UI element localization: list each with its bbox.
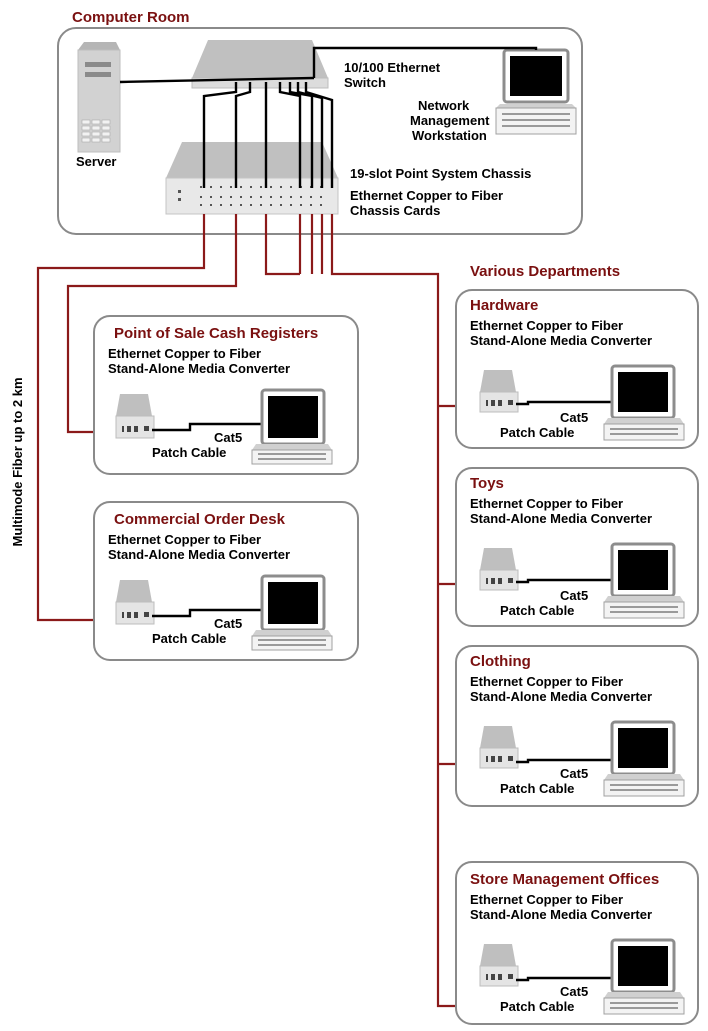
site-clothing: Clothing Ethernet Copper to Fiber Stand-… [455,645,699,807]
workstation-icon [251,574,333,651]
switch-label-line-2: Switch [344,75,386,90]
converter-label-line-2: Stand-Alone Media Converter [108,361,290,376]
workstation-icon [251,388,333,465]
site-title: Clothing [470,653,531,670]
fiber-runs [36,214,482,1008]
server-icon [77,42,121,153]
workstation-icon [603,364,685,441]
site-title: Store Management Offices [470,871,659,888]
converter-label-line-1: Ethernet Copper to Fiber [470,674,623,689]
fiber-distance-label: Multimode Fiber up to 2 km [10,377,25,546]
media-converter-icon [115,580,155,625]
fiber-point-of-sale [66,214,238,434]
chassis-cards-label-line-1: Ethernet Copper to Fiber [350,188,503,203]
cable-label-line-2: Patch Cable [152,631,226,646]
site-hardware: Hardware Ethernet Copper to Fiber Stand-… [455,289,699,449]
media-converter-icon [479,370,519,413]
site-point-of-sale: Point of Sale Cash Registers Ethernet Co… [93,315,359,475]
cable-label-line-2: Patch Cable [152,445,226,460]
nms-label-line-3: Workstation [412,128,487,143]
cable-label-line-2: Patch Cable [500,425,574,440]
converter-label-line-2: Stand-Alone Media Converter [470,689,652,704]
site-title: Toys [470,475,504,492]
media-converter-icon [115,394,155,439]
fiber-trunk-join [264,214,300,276]
converter-label-line-1: Ethernet Copper to Fiber [470,892,623,907]
nms-label-line-2: Management [410,113,490,128]
converter-label-line-2: Stand-Alone Media Converter [470,511,652,526]
computer-room-copper-cables [119,46,538,188]
cable-label-line-1: Cat5 [560,984,588,999]
converter-label-line-1: Ethernet Copper to Fiber [470,496,623,511]
nms-label-line-1: Network [418,98,470,113]
workstation-icon [603,542,685,619]
converter-label-line-2: Stand-Alone Media Converter [470,333,652,348]
site-commercial-order-desk: Commercial Order Desk Ethernet Copper to… [93,501,359,661]
fiber-commercial-order-desk [36,214,206,622]
fiber-trunk-departments [330,214,482,1008]
site-store-management-offices: Store Management Offices Ethernet Copper… [455,861,699,1025]
switch-label-line-1: 10/100 Ethernet [344,60,441,75]
cable-label-line-1: Cat5 [560,588,588,603]
server-label: Server [76,154,116,169]
site-title: Commercial Order Desk [114,511,286,528]
converter-label-line-2: Stand-Alone Media Converter [470,907,652,922]
cable-label-line-1: Cat5 [214,616,242,631]
chassis-cards-label-line-2: Chassis Cards [350,203,440,218]
chassis-label: 19-slot Point System Chassis [350,166,531,181]
site-title: Point of Sale Cash Registers [114,325,318,342]
site-title: Hardware [470,297,538,314]
converter-label-line-2: Stand-Alone Media Converter [108,547,290,562]
cable-label-line-1: Cat5 [560,766,588,781]
converter-label-line-1: Ethernet Copper to Fiber [470,318,623,333]
converter-label-line-1: Ethernet Copper to Fiber [108,346,261,361]
media-converter-icon [479,944,519,987]
cable-label-line-1: Cat5 [214,430,242,445]
cable-label-line-2: Patch Cable [500,781,574,796]
chassis-icon [165,142,339,215]
workstation-icon [603,720,685,797]
converter-label-line-1: Ethernet Copper to Fiber [108,532,261,547]
workstation-icon [603,938,685,1015]
cable-label-line-2: Patch Cable [500,603,574,618]
cable-label-line-2: Patch Cable [500,999,574,1014]
management-workstation-icon [495,48,577,135]
media-converter-icon [479,548,519,591]
computer-room-title: Computer Room [72,9,190,26]
departments-title: Various Departments [470,263,620,280]
computer-room: Computer Room Server 10/100 Ethernet Swi… [57,9,583,235]
site-toys: Toys Ethernet Copper to Fiber Stand-Alon… [455,467,699,627]
media-converter-icon [479,726,519,769]
cable-label-line-1: Cat5 [560,410,588,425]
